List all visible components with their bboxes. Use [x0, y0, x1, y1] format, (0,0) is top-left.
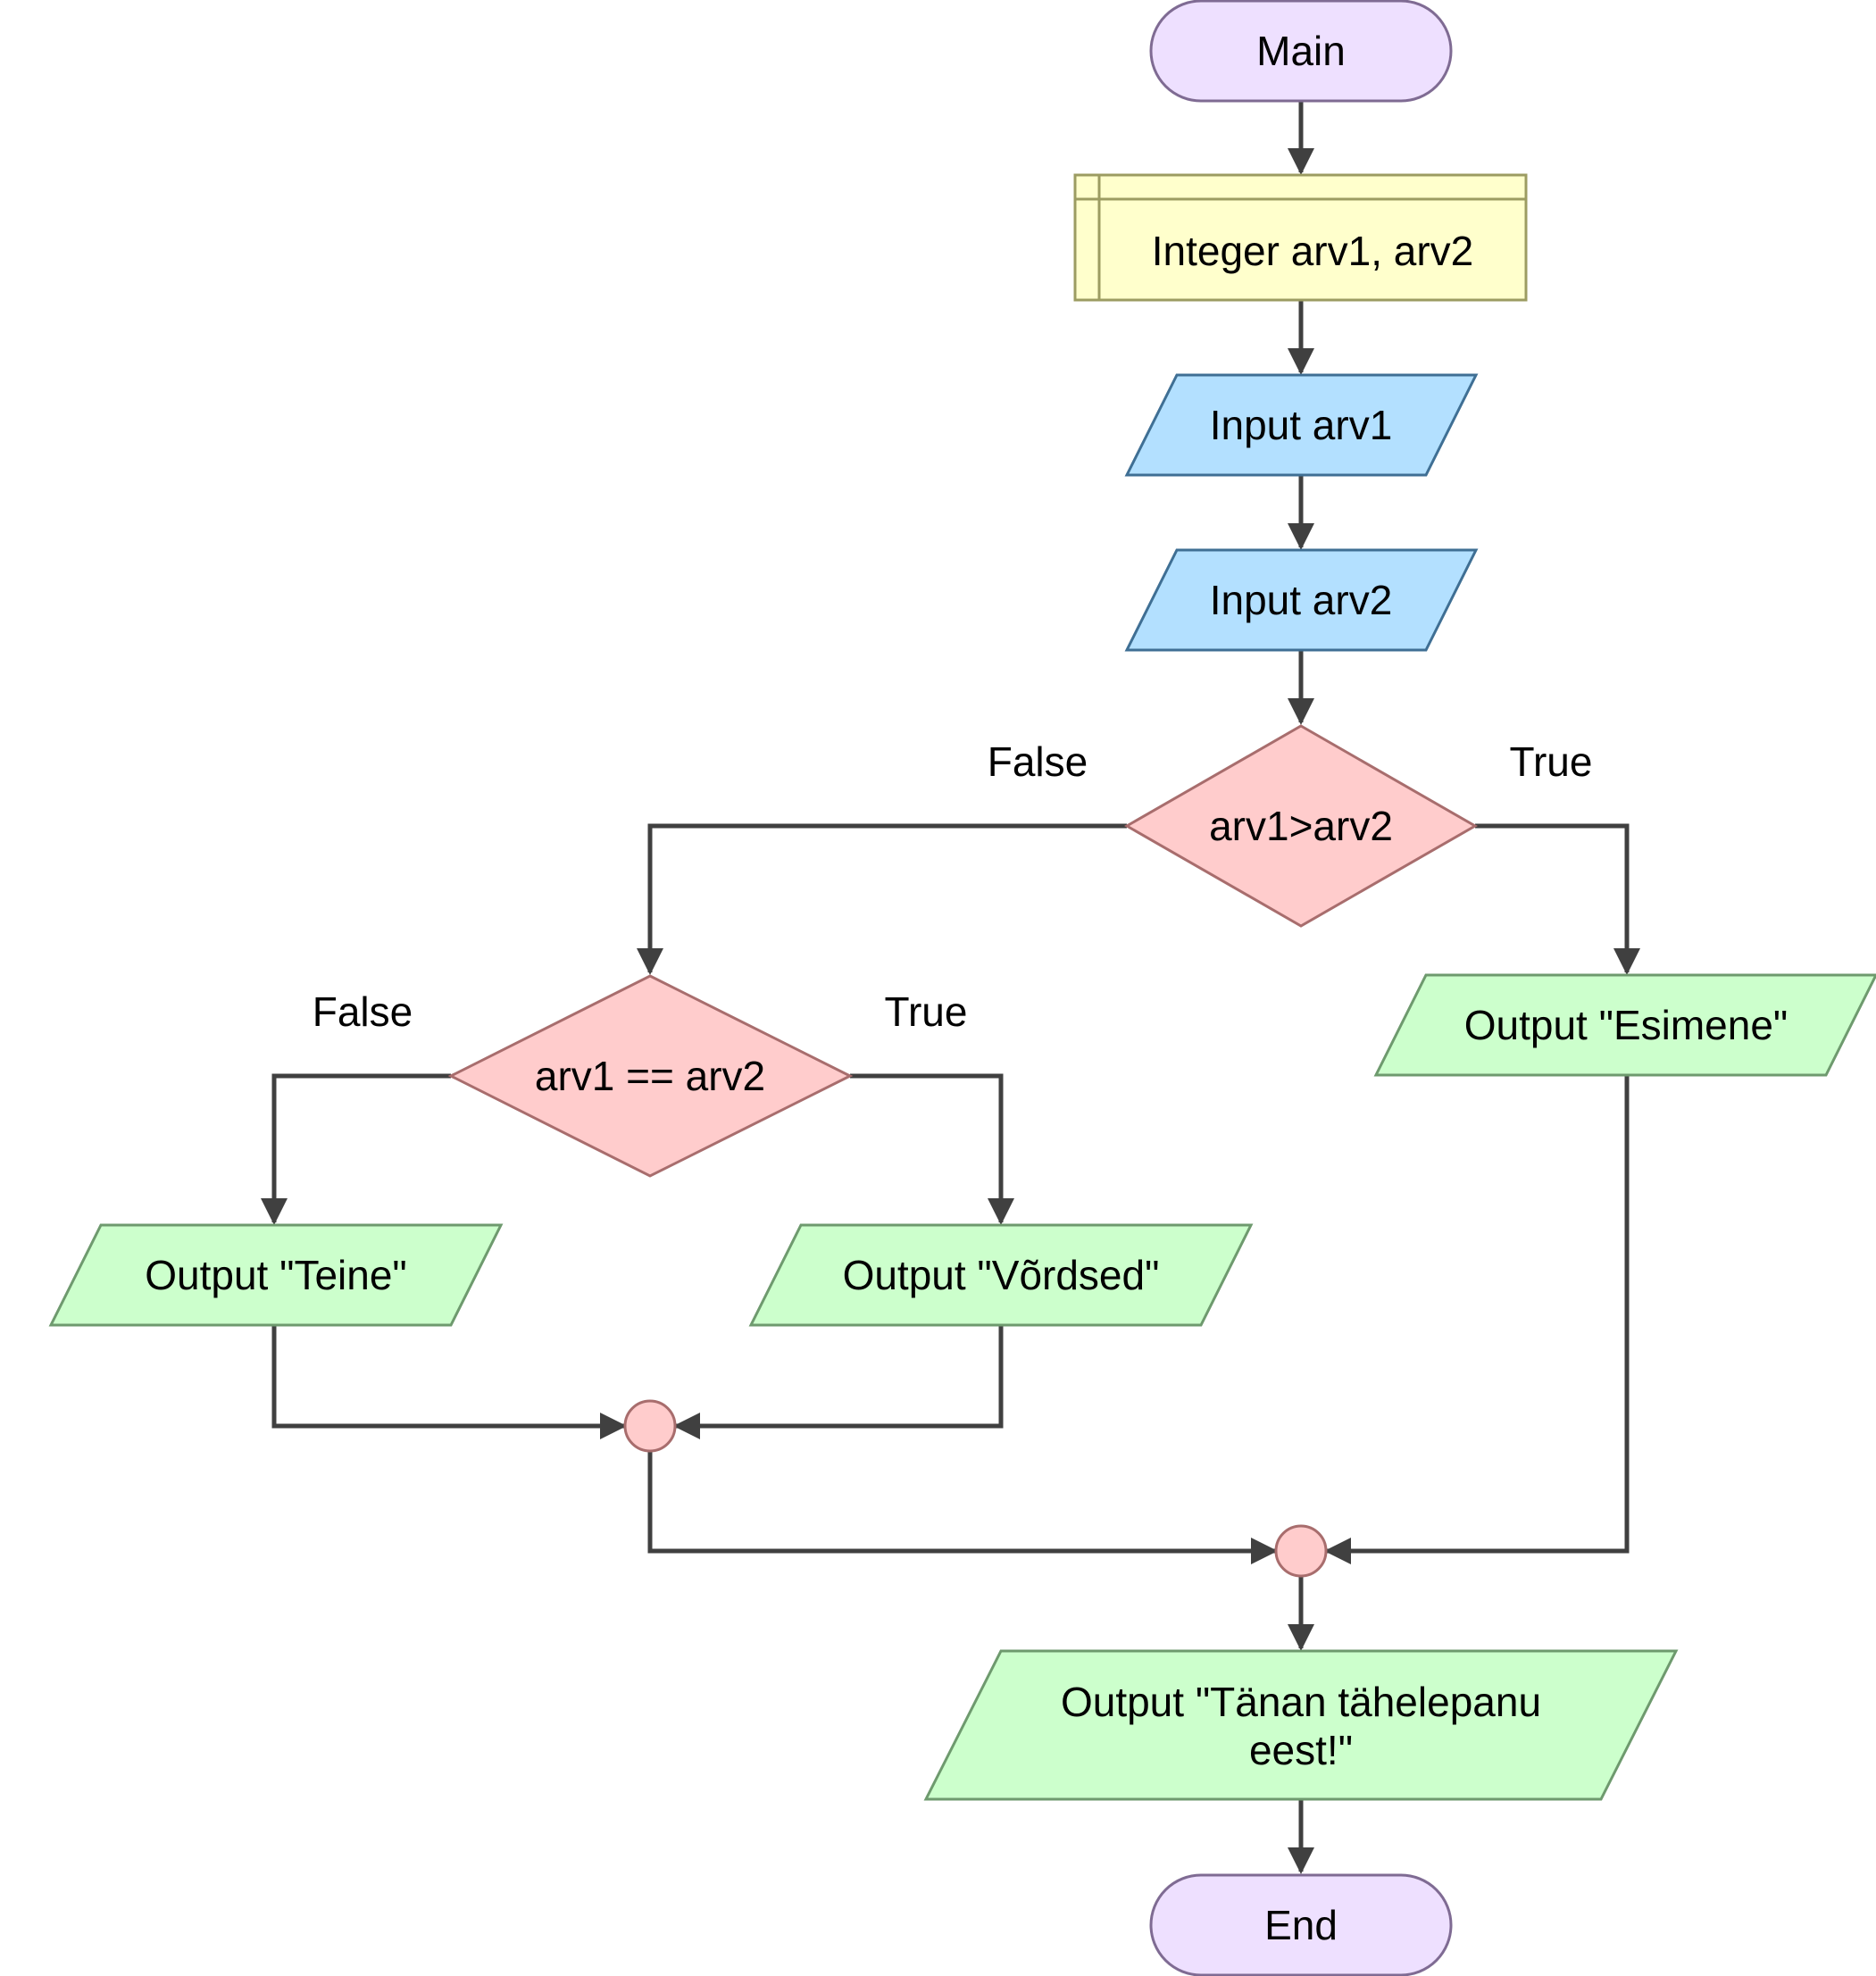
- decision2-false-label: False: [313, 988, 413, 1035]
- edge-labels: False True False True: [313, 738, 1593, 1035]
- node-input2: Input arv2: [1124, 548, 1479, 652]
- edge-decision2-false: [261, 1073, 451, 1225]
- node-declare: Integer arv1, arv2: [1073, 173, 1528, 302]
- out-vordsed-label: Output "Võrdsed": [843, 1252, 1160, 1298]
- node-join1: [623, 1399, 677, 1453]
- out-tanan-shape: [923, 1649, 1679, 1801]
- out-tanan-label-line1: Output "Tänan tähelepanu: [1061, 1679, 1541, 1725]
- edge-decision1-false: [637, 823, 1127, 975]
- decision1-label: arv1>arv2: [1209, 803, 1393, 849]
- input1-shape: [1124, 373, 1479, 477]
- node-input1: Input arv1: [1124, 373, 1479, 477]
- input1-label: Input arv1: [1210, 402, 1393, 448]
- node-out-tanan: Output "Tänan tähelepanu eest!": [923, 1649, 1679, 1801]
- decision1-true-label: True: [1510, 738, 1593, 785]
- edge-esimene-to-join2: [1324, 1076, 1630, 1564]
- node-decision1: arv1>arv2: [1123, 724, 1479, 928]
- decision1-diamond: [1123, 724, 1479, 928]
- node-start: Main: [1149, 0, 1453, 103]
- end-terminal-shape: [1149, 1873, 1453, 1976]
- node-join2: [1274, 1524, 1328, 1578]
- end-label: End: [1264, 1902, 1338, 1948]
- input2-label: Input arv2: [1210, 577, 1393, 623]
- join1-connector: [623, 1399, 677, 1453]
- out-esimene-label: Output "Esimene": [1464, 1002, 1788, 1048]
- node-out-vordsed: Output "Võrdsed": [748, 1223, 1254, 1327]
- input2-shape: [1124, 548, 1479, 652]
- declare-label: Integer arv1, arv2: [1152, 228, 1474, 274]
- decision2-diamond: [447, 974, 854, 1178]
- edge-decision2-true: [850, 1073, 1014, 1225]
- edge-vordsed-to-join1: [673, 1326, 1004, 1439]
- decision2-true-label: True: [885, 988, 968, 1035]
- out-tanan-label-line2: eest!": [1249, 1727, 1353, 1773]
- out-vordsed-shape: [748, 1223, 1254, 1327]
- node-decision2: arv1 == arv2: [447, 974, 854, 1178]
- edges: [261, 101, 1640, 1874]
- decision1-false-label: False: [988, 738, 1088, 785]
- node-end: End: [1149, 1873, 1453, 1976]
- out-teine-label: Output "Teine": [145, 1252, 407, 1298]
- edge-join1-to-join2: [647, 1452, 1278, 1564]
- edge-teine-to-join1: [271, 1326, 627, 1439]
- start-label: Main: [1256, 28, 1346, 74]
- node-out-esimene: Output "Esimene": [1373, 973, 1876, 1077]
- decision2-label: arv1 == arv2: [535, 1053, 765, 1099]
- node-out-teine: Output "Teine": [48, 1223, 504, 1327]
- start-terminal-shape: [1149, 0, 1453, 103]
- edge-decision1-true: [1475, 823, 1640, 975]
- out-esimene-shape: [1373, 973, 1876, 1077]
- join2-connector: [1274, 1524, 1328, 1578]
- declare-shape: [1073, 173, 1528, 302]
- out-teine-shape: [48, 1223, 504, 1327]
